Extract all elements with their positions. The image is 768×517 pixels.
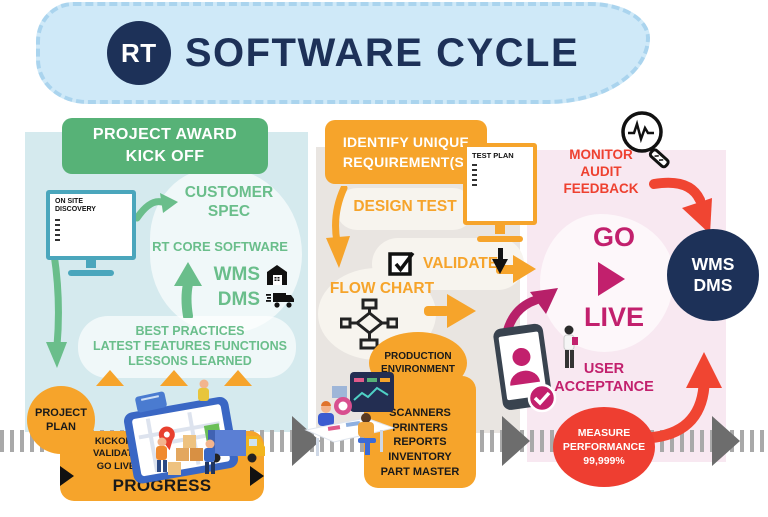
play-icon bbox=[250, 466, 264, 486]
team-desk-illustration bbox=[304, 372, 396, 456]
label-rt-core-software: RT CORE SOFTWARE bbox=[152, 239, 288, 254]
down-arrow-icon bbox=[492, 248, 508, 274]
label-user-acceptance: USER ACCEPTANCE bbox=[554, 361, 654, 396]
checkbox-icon bbox=[388, 251, 415, 276]
header-project-award-kickoff: PROJECT AWARD KICK OFF bbox=[62, 118, 268, 174]
red-curved-arrow-icon bbox=[649, 177, 712, 234]
testplan-monitor-label: TEST PLAN bbox=[472, 151, 514, 160]
flowchart-icon bbox=[340, 298, 398, 350]
monitor-list-lines bbox=[55, 218, 127, 241]
header-identify-requirements: IDENTIFY UNIQUE REQUIREMENT(S) bbox=[325, 120, 487, 184]
person-illustration bbox=[563, 325, 578, 368]
onsite-monitor-label: ON SITE DISCOVERY bbox=[55, 198, 96, 214]
badge-measure-performance: MEASURE PERFORMANCE 99,999% bbox=[553, 407, 655, 487]
timeline-arrow-icon bbox=[292, 416, 320, 466]
testplan-monitor-icon: TEST PLAN bbox=[463, 143, 537, 242]
label-customer-spec: CUSTOMER SPEC bbox=[184, 184, 274, 221]
truck-icon bbox=[266, 293, 294, 308]
label-design-test: DESIGN TEST bbox=[353, 198, 457, 215]
title-banner: RT SOFTWARE CYCLE bbox=[36, 2, 650, 104]
label-best-practices: BEST PRACTICES LATEST FEATURES FUNCTIONS… bbox=[93, 324, 287, 368]
label-wms: WMS bbox=[213, 264, 260, 285]
page-title: SOFTWARE CYCLE bbox=[184, 30, 580, 75]
label-flow-chart: FLOW CHART bbox=[329, 280, 435, 297]
rt-logo: RT bbox=[106, 21, 171, 85]
label-live: LIVE bbox=[583, 302, 644, 332]
tablet-check-icon bbox=[493, 323, 557, 413]
green-up-arrow-icon bbox=[174, 262, 202, 318]
validate-row: VALIDATE bbox=[388, 250, 498, 277]
magnifier-pulse-icon bbox=[621, 111, 670, 169]
rt-logo-text: RT bbox=[120, 37, 157, 68]
orange-curved-arrow-icon bbox=[326, 186, 350, 268]
label-kickoff-steps: KICKOFF VALIDATE GO LIVE bbox=[92, 436, 140, 472]
blob-left-bottom bbox=[78, 316, 296, 378]
label-monitor-audit-feedback: MONITOR AUDIT FEEDBACK bbox=[563, 147, 639, 196]
orange-triangle-icon bbox=[160, 370, 188, 386]
green-down-arrow-icon bbox=[46, 252, 67, 368]
onsite-monitor-icon: ON SITE DISCOVERY bbox=[46, 190, 136, 276]
red-curved-arrow-up-icon bbox=[642, 352, 722, 444]
orange-triangle-icon bbox=[96, 370, 124, 386]
warehouse-icon bbox=[267, 265, 287, 285]
badge-wms-dms: WMS DMS bbox=[667, 229, 759, 321]
orange-right-arrow-icon bbox=[424, 294, 476, 328]
blob-design-test bbox=[336, 188, 474, 230]
play-icon bbox=[598, 262, 625, 296]
play-icon bbox=[60, 466, 74, 486]
label-dms: DMS bbox=[217, 289, 260, 310]
timeline-arrow-icon bbox=[712, 416, 740, 466]
label-go: GO bbox=[592, 222, 635, 252]
green-curved-arrow-icon bbox=[134, 193, 178, 222]
badge-project-plan: PROJECT PLAN bbox=[27, 386, 95, 454]
timeline-arrow-icon bbox=[502, 416, 530, 466]
monitor-list-lines bbox=[472, 164, 528, 186]
label-deliverables: SCANNERS PRINTERS REPORTS INVENTORY PART… bbox=[380, 406, 460, 479]
label-validate: VALIDATE bbox=[423, 254, 499, 272]
orange-triangle-icon bbox=[224, 370, 252, 386]
logistics-tablet-illustration bbox=[123, 379, 265, 484]
wms-dms-block: WMS DMS bbox=[206, 264, 294, 311]
